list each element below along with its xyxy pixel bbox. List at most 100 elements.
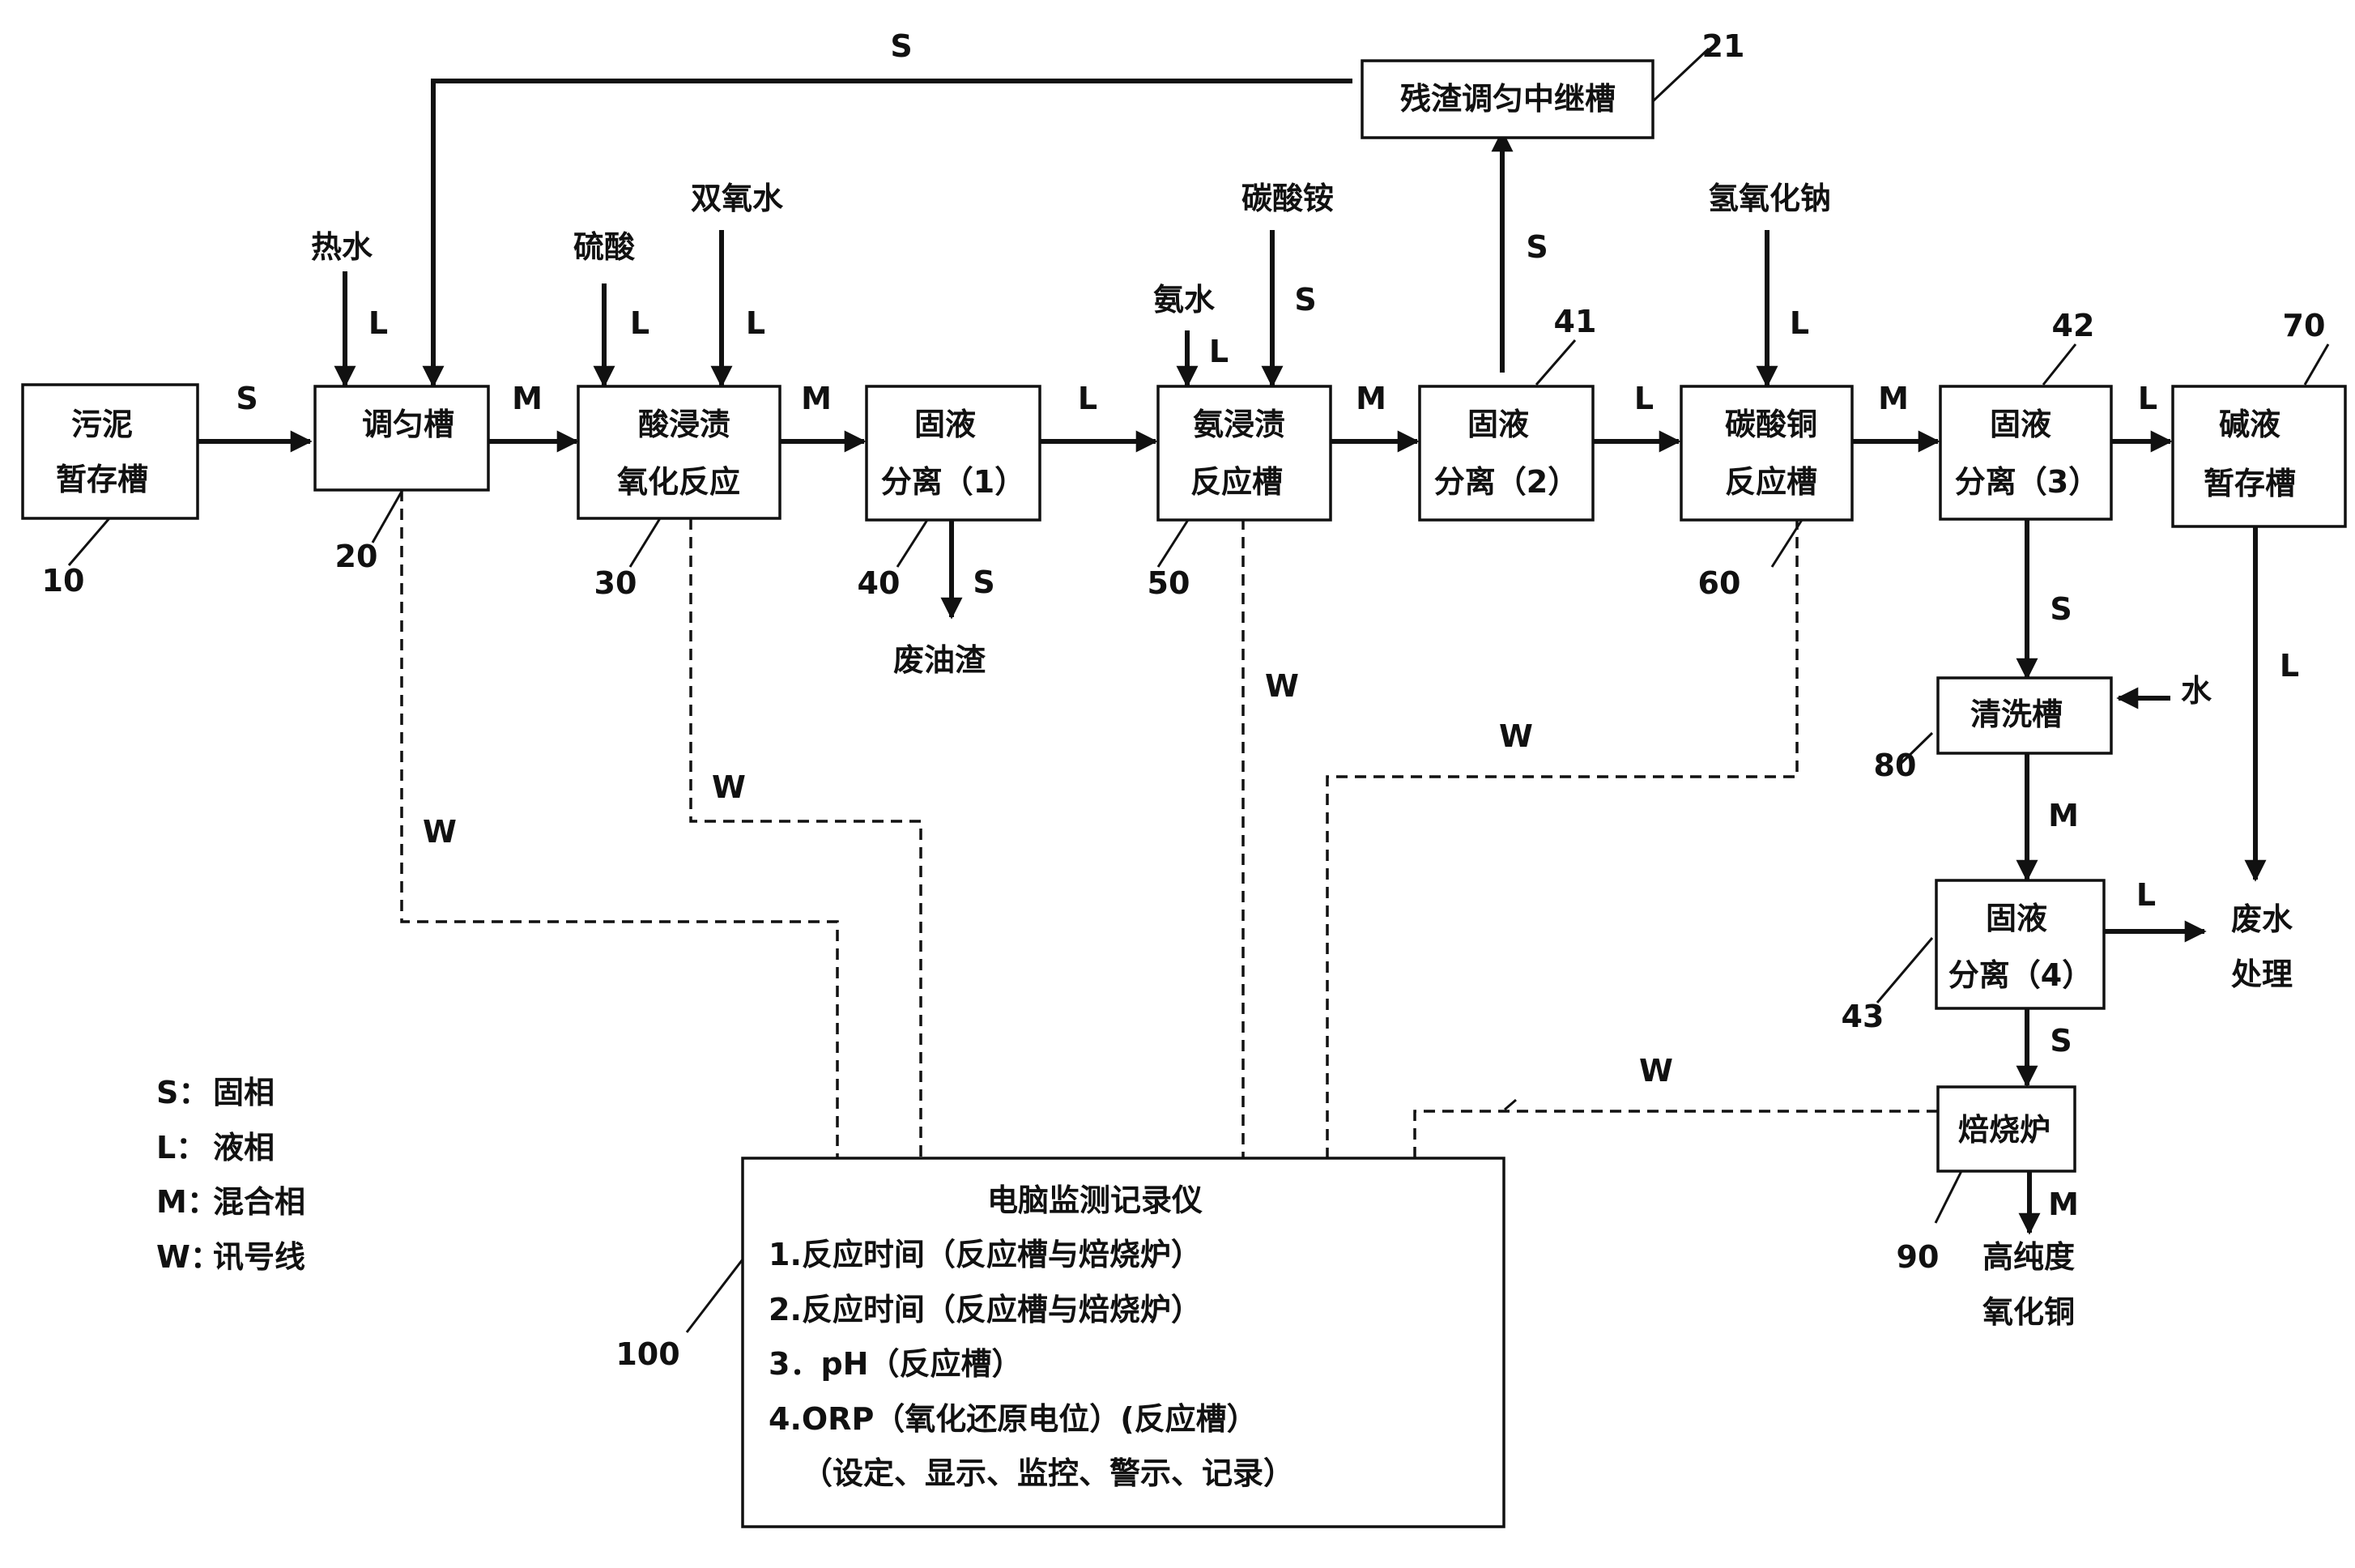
ref-number: 30 [594, 565, 637, 601]
box-acid-leach-oxidation: 酸浸渍 氧化反应 30 [577, 385, 781, 601]
monitor-item-5: （设定、显示、监控、警示、记录） [802, 1455, 1294, 1491]
legend-key-w: W： [156, 1239, 221, 1275]
box-label: 分离（3） [1955, 464, 2099, 500]
material-labels: 热水 硫酸 双氧水 氨水 碳酸铵 氢氧化钠 水 废油渣 废水 处理 高纯度 氧化… [311, 181, 2293, 1330]
flow-letter-m: M [801, 381, 832, 416]
box-label: 酸浸渍 [638, 407, 730, 442]
flow-letter-m: M [1356, 381, 1386, 416]
label-hydrogen-peroxide: 双氧水 [691, 181, 784, 216]
box-label: 碳酸铜 [1725, 407, 1817, 442]
box-label: 反应槽 [1725, 464, 1817, 500]
legend-desc-s: 固相 [213, 1075, 275, 1110]
box-solid-liquid-separation-3: 固液 分离（3） 42 [1939, 308, 2113, 521]
monitor-item-1: 1.反应时间（反应槽与焙烧炉） [769, 1237, 1202, 1272]
flow-letter-s: S [1526, 229, 1548, 265]
box-solid-liquid-separation-2: 固液 分离（2） 41 [1418, 304, 1597, 522]
legend-key-m: M： [156, 1184, 218, 1220]
box-solid-liquid-separation-1: 固液 分离（1） 40 [858, 385, 1041, 601]
flow-letter-s: S [890, 28, 912, 64]
flow-letter-l: L [1078, 381, 1097, 416]
label-sodium-hydroxide: 氢氧化钠 [1708, 181, 1831, 216]
flow-letter-l: L [630, 305, 649, 341]
right-column-arrows [940, 519, 2267, 1235]
box-label: 分离（4） [1948, 957, 2093, 993]
flow-letter-w: W [1499, 718, 1533, 754]
flow-letter-l: L [1790, 305, 1809, 341]
flow-letter-s: S [2050, 1023, 2072, 1059]
ref-number: 21 [1702, 28, 1745, 64]
flow-letter-l: L [2136, 877, 2156, 913]
flow-letter-l: L [368, 305, 388, 341]
legend: S： 固相 L： 液相 M： 混合相 W： 讯号线 [156, 1075, 305, 1275]
label-wastewater: 废水 [2231, 901, 2293, 937]
label-water: 水 [2181, 673, 2212, 709]
monitor-title: 电脑监测记录仪 [987, 1182, 1203, 1218]
flow-letter-w: W [1265, 668, 1299, 704]
label-waste-oil-residue: 废油渣 [893, 642, 986, 678]
box-label: 污泥 [71, 407, 133, 442]
box-sludge-storage: 污泥 暂存槽 10 [21, 383, 199, 599]
flow-letter-w: W [423, 814, 457, 850]
legend-key-s: S： [156, 1075, 209, 1110]
label-wastewater-treatment: 处理 [2231, 957, 2293, 992]
label-high-purity: 高纯度 [1982, 1239, 2075, 1275]
label-ammonium-carbonate: 碳酸铵 [1241, 181, 1334, 216]
box-washing-tank: 清洗槽 80 [1874, 676, 2113, 783]
flow-letter-l: L [2280, 648, 2299, 684]
box-label: 固液 [1986, 901, 2047, 936]
label-copper-oxide: 氧化铜 [1982, 1294, 2075, 1330]
ref-number: 20 [335, 539, 378, 574]
box-copper-carbonate-tank: 碳酸铜 反应槽 60 [1680, 385, 1854, 601]
flow-letter-m: M [2048, 1187, 2079, 1222]
box-alkali-storage: 碱液 暂存槽 70 [2171, 308, 2347, 528]
box-label: 分离（1） [881, 464, 1025, 500]
flow-letter-l: L [2138, 381, 2157, 416]
monitor-item-2: 2.反应时间（反应槽与焙烧炉） [769, 1292, 1202, 1327]
flow-letter-l: L [1634, 381, 1654, 416]
ref-number: 70 [2283, 308, 2326, 343]
flow-letter-s: S [2050, 591, 2072, 627]
box-label: 暂存槽 [2204, 466, 2296, 501]
flow-letter-w: W [1639, 1053, 1673, 1089]
box-label: 固液 [1467, 407, 1529, 442]
computer-monitoring-recorder: 电脑监测记录仪 1.反应时间（反应槽与焙烧炉） 2.反应时间（反应槽与焙烧炉） … [615, 1157, 1505, 1528]
ref-number: 50 [1148, 565, 1190, 601]
ref-number: 10 [42, 563, 85, 599]
flow-letter-m: M [512, 381, 543, 416]
ref-number: 60 [1698, 565, 1741, 601]
box-label: 焙烧炉 [1958, 1112, 2051, 1148]
ref-number: 43 [1842, 999, 1884, 1034]
box-label: 残渣调匀中继槽 [1400, 81, 1616, 117]
ref-number: 100 [615, 1336, 679, 1372]
box-label: 氨浸渍 [1193, 407, 1285, 442]
box-label: 氧化反应 [617, 464, 740, 500]
legend-desc-w: 讯号线 [213, 1239, 305, 1275]
input-arrows [334, 79, 1778, 388]
flow-letter-m: M [1878, 381, 1909, 416]
box-residue-relay-tank: 残渣调匀中继槽 21 [1361, 28, 1745, 139]
flow-letter-s: S [973, 565, 994, 600]
leader-lines [67, 47, 2330, 1333]
box-label: 调匀槽 [362, 407, 454, 442]
monitor-item-3: 3．pH（反应槽） [769, 1346, 1022, 1382]
label-hot-water: 热水 [311, 229, 373, 265]
flow-type-letters: S S L M L L M L S L S M S L L M L S L M … [236, 28, 2299, 1222]
legend-key-l: L： [156, 1130, 207, 1165]
box-homogenizing-tank: 调匀槽 20 [313, 385, 490, 574]
box-solid-liquid-separation-4: 固液 分离（4） 43 [1842, 879, 2106, 1034]
flow-letter-s: S [1294, 282, 1316, 317]
label-ammonia-water: 氨水 [1153, 282, 1216, 317]
flow-letter-w: W [712, 769, 746, 805]
flow-letter-l: L [746, 305, 765, 341]
box-label: 固液 [914, 407, 976, 442]
box-label: 反应槽 [1190, 464, 1283, 500]
flow-letter-s: S [236, 381, 258, 416]
ref-number: 41 [1554, 304, 1597, 339]
box-label: 固液 [1990, 407, 2051, 442]
box-ammonia-leach-tank: 氨浸渍 反应槽 50 [1148, 385, 1332, 601]
signal-lines [400, 490, 1938, 1158]
ref-number: 40 [858, 565, 901, 601]
monitor-item-4: 4.ORP（氧化还原电位）(反应槽） [769, 1401, 1258, 1437]
box-label: 碱液 [2219, 407, 2280, 442]
